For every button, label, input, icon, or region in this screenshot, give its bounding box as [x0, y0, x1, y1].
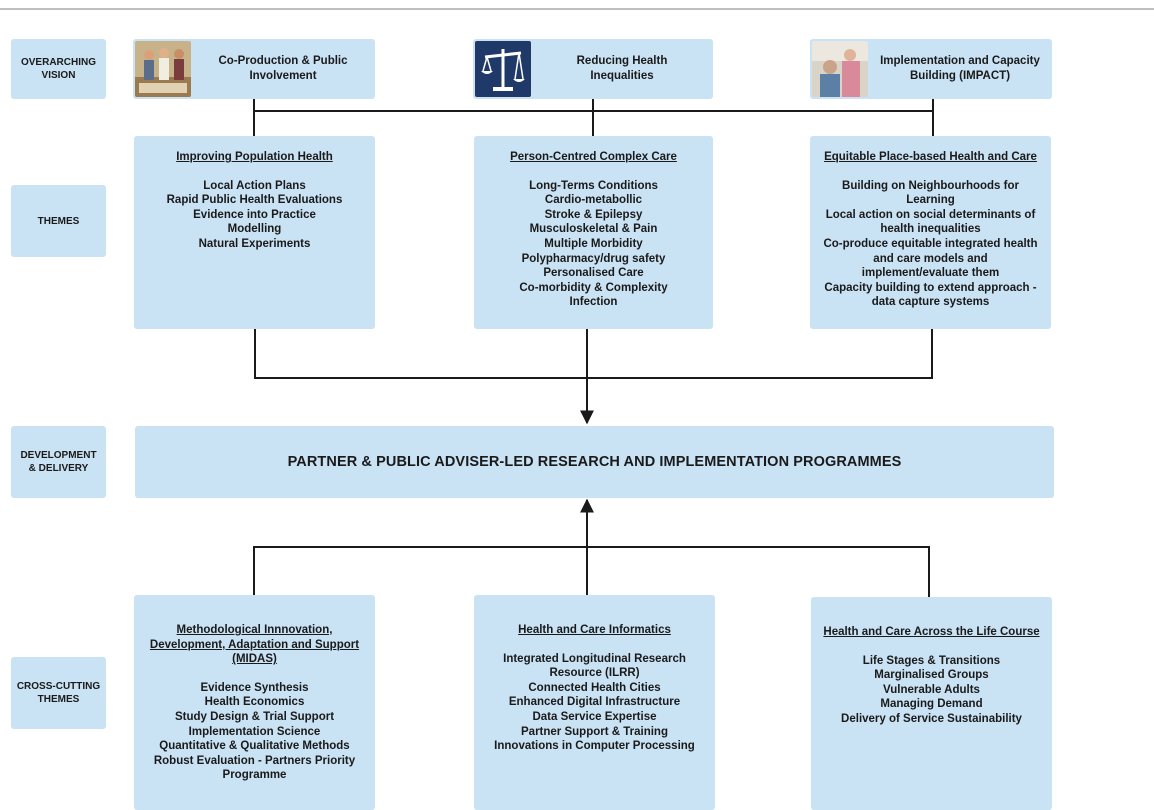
list-item: Enhanced Digital Infrastructure	[508, 696, 681, 709]
row-label-vision: OVERARCHING VISION	[11, 39, 106, 99]
list-item: Musculoskeletal & Pain	[529, 223, 658, 236]
row-label-cross-cutting-text: CROSS-CUTTING THEMES	[16, 681, 101, 705]
cross-life-course: Health and Care Across the Life Course L…	[811, 597, 1052, 810]
list-item: Evidence Synthesis	[200, 681, 309, 694]
list-item: Cardio-metabollic	[544, 194, 643, 207]
list-item: Delivery of Service Sustainability	[841, 712, 1022, 725]
list-item: Integrated Longitudinal Research Resourc…	[503, 652, 686, 680]
cross-midas-title: Methodological Innnovation, Development,…	[149, 624, 360, 666]
cross-informatics-title: Health and Care Informatics	[518, 624, 671, 636]
list-item: Co-produce equitable integrated health a…	[823, 237, 1038, 280]
row-label-development: DEVELOPMENT & DELIVERY	[11, 426, 106, 498]
programmes-banner-text: PARTNER & PUBLIC ADVISER-LED RESEARCH AN…	[287, 454, 902, 470]
cross-life-course-title: Health and Care Across the Life Course	[823, 626, 1040, 638]
theme-complex-care: Person-Centred Complex Care Long-Terms C…	[474, 136, 713, 329]
programmes-banner: PARTNER & PUBLIC ADVISER-LED RESEARCH AN…	[135, 426, 1054, 498]
row-label-cross-cutting: CROSS-CUTTING THEMES	[11, 657, 106, 729]
list-item: Evidence into Practice	[193, 208, 316, 221]
vision-impact: Implementation and Capacity Building (IM…	[810, 39, 1052, 99]
row-label-vision-text: OVERARCHING VISION	[20, 57, 96, 81]
themes-connector	[254, 329, 933, 379]
list-item: Personalised Care	[543, 267, 644, 280]
cross-informatics: Health and Care Informatics Integrated L…	[474, 595, 715, 810]
list-item: Marginalised Groups	[874, 669, 989, 682]
list-item: Vulnerable Adults	[883, 683, 980, 696]
list-item: Life Stages & Transitions	[862, 654, 1001, 667]
care-photo-icon	[812, 41, 868, 97]
list-item: Robust Evaluation - Partners Priority Pr…	[153, 754, 356, 782]
cross-connector	[253, 546, 930, 597]
list-item: Study Design & Trial Support	[174, 710, 335, 723]
list-item: Managing Demand	[880, 698, 983, 711]
list-item: Local action on social determinants of h…	[825, 208, 1036, 236]
vision-impact-label: Implementation and Capacity Building (IM…	[880, 55, 1040, 82]
vision-health-inequalities-label: Reducing Health Inequalities	[576, 55, 668, 82]
list-item: Building on Neighbourhoods for Learning	[842, 179, 1019, 207]
list-item: Co-morbidity & Complexity	[519, 281, 668, 294]
list-item: Natural Experiments	[198, 237, 311, 250]
theme-population-health-title: Improving Population Health	[176, 151, 333, 163]
list-item: Rapid Public Health Evaluations	[166, 194, 343, 207]
theme-place-based: Equitable Place-based Health and Care Bu…	[810, 136, 1051, 329]
list-item: Modelling	[227, 223, 282, 236]
list-item: Polypharmacy/drug safety	[521, 252, 666, 265]
list-item: Local Action Plans	[203, 179, 306, 192]
row-label-themes: THEMES	[11, 185, 106, 257]
list-item: Multiple Morbidity	[544, 237, 643, 250]
row-label-development-text: DEVELOPMENT & DELIVERY	[20, 450, 97, 474]
vision-health-inequalities: Reducing Health Inequalities	[473, 39, 713, 99]
scales-icon	[475, 41, 531, 97]
list-item: Capacity building to extend approach - d…	[824, 281, 1037, 309]
list-item: Innovations in Computer Processing	[494, 740, 695, 753]
row-label-themes-text: THEMES	[37, 215, 80, 227]
theme-complex-care-title: Person-Centred Complex Care	[510, 151, 677, 163]
cross-midas: Methodological Innnovation, Development,…	[134, 595, 375, 810]
list-item: Health Economics	[204, 696, 305, 709]
top-divider	[0, 8, 1154, 10]
list-item: Connected Health Cities	[528, 681, 661, 694]
people-photo-icon	[135, 41, 191, 97]
list-item: Partner Support & Training	[521, 725, 668, 738]
list-item: Infection	[569, 296, 618, 309]
list-item: Implementation Science	[188, 725, 321, 738]
theme-population-health: Improving Population Health Local Action…	[134, 136, 375, 329]
theme-place-based-title: Equitable Place-based Health and Care	[824, 151, 1037, 163]
vision-co-production: Co-Production & Public Involvement	[133, 39, 375, 99]
vision-co-production-label: Co-Production & Public Involvement	[218, 55, 348, 82]
list-item: Long-Terms Conditions	[529, 179, 658, 192]
list-item: Data Service Expertise	[532, 710, 657, 723]
list-item: Quantitative & Qualitative Methods	[159, 740, 350, 753]
list-item: Stroke & Epilepsy	[544, 208, 643, 221]
